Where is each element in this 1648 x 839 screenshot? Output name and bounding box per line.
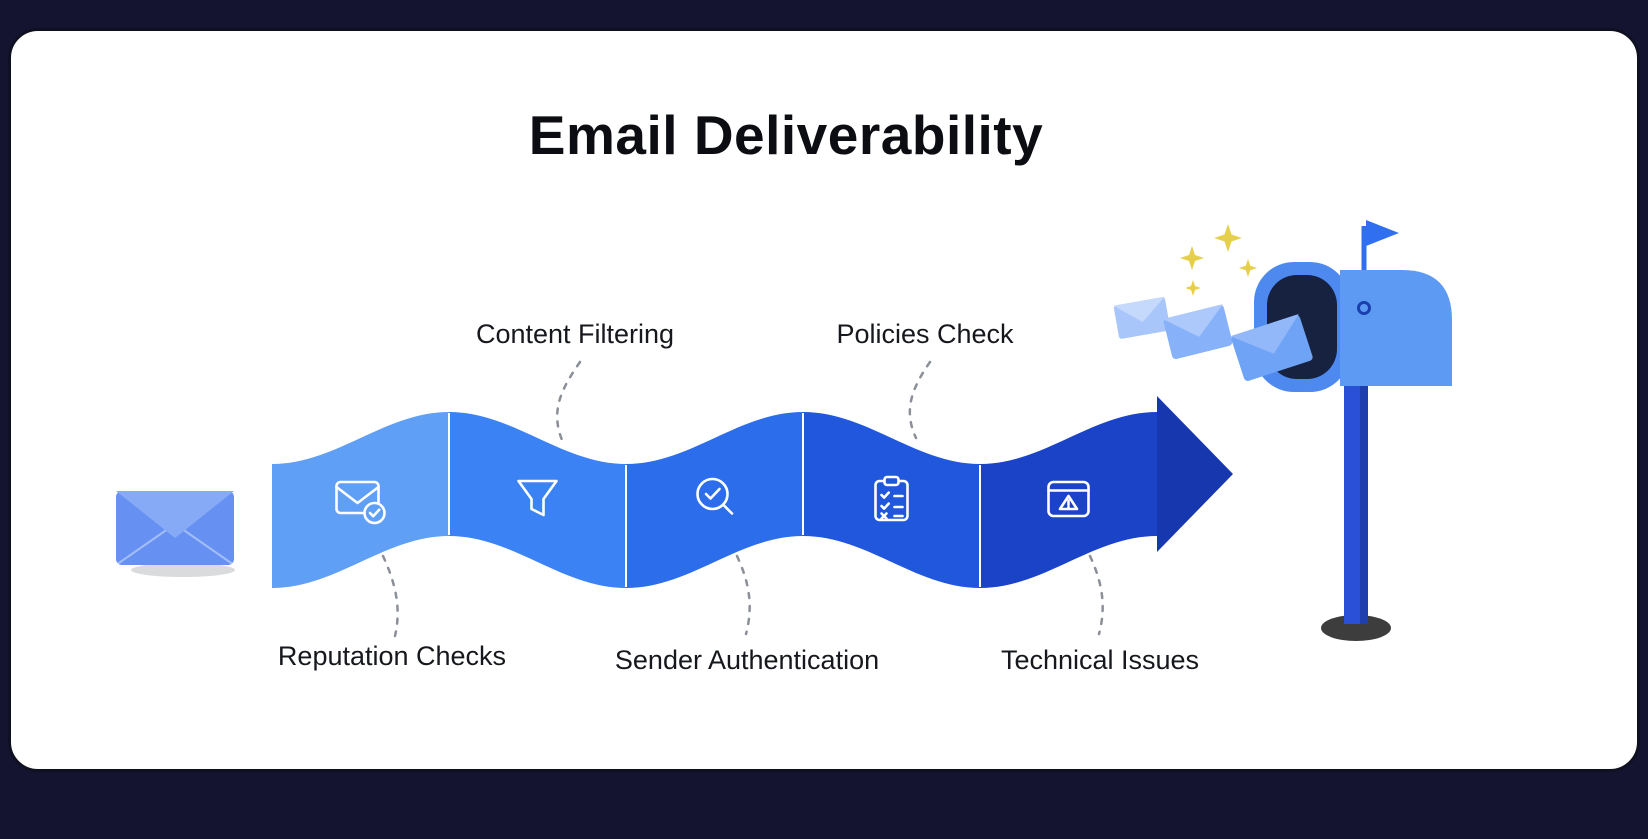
mailbox-ground-shadow: [1321, 615, 1391, 641]
envelope-shadow: [131, 563, 235, 577]
mailbox-body: [1340, 270, 1452, 386]
wave-segment-3: [626, 412, 803, 588]
funnel-icon: [517, 479, 558, 517]
connector-content-filtering: [555, 360, 582, 442]
mailbox-post: [1344, 380, 1368, 624]
connector-sender-authentication: [735, 554, 751, 636]
wave-ribbon: [272, 396, 1233, 588]
stage-label-policies-check: Policies Check: [836, 319, 1014, 349]
label-connectors: [381, 360, 1104, 638]
clipboard-checklist-icon: [874, 475, 909, 522]
envelope-icon: [115, 491, 235, 577]
sparkle-icon: [1214, 224, 1242, 252]
stage-label-technical-issues: Technical Issues: [1000, 645, 1200, 675]
browser-warning-icon: [1047, 480, 1090, 518]
stage-label-content-filtering: Content Filtering: [475, 319, 675, 349]
flying-envelope-icon: [1113, 296, 1171, 339]
envelope-flap: [116, 491, 234, 538]
flying-envelope-icon: [1162, 304, 1233, 360]
page-title: Email Deliverability: [528, 104, 1044, 166]
stage-icons: [335, 475, 1090, 525]
sparkle-icon: [1180, 246, 1204, 270]
wave-segment-4: [803, 412, 980, 588]
sparkle-icon: [1185, 280, 1201, 296]
mailbox-icon: [1254, 220, 1452, 641]
connector-reputation-checks: [381, 554, 399, 638]
envelope-check-icon: [335, 480, 386, 525]
connector-technical-issues: [1088, 554, 1104, 636]
sparkles: [1180, 224, 1257, 296]
incoming-envelopes: [1113, 296, 1313, 381]
connector-policies-check: [908, 360, 932, 440]
stage-label-sender-authentication: Sender Authentication: [614, 645, 880, 675]
wave-segment-2: [449, 412, 626, 588]
stage-label-reputation-checks: Reputation Checks: [277, 641, 507, 671]
mailbox-post-shade: [1360, 380, 1368, 624]
search-check-icon: [696, 477, 734, 515]
arrowhead: [1157, 396, 1233, 552]
sparkle-icon: [1239, 259, 1257, 277]
flag: [1366, 220, 1399, 246]
flying-envelope-icon: [1230, 314, 1313, 381]
flag-pole: [1361, 226, 1367, 310]
flag-pivot: [1357, 301, 1371, 315]
